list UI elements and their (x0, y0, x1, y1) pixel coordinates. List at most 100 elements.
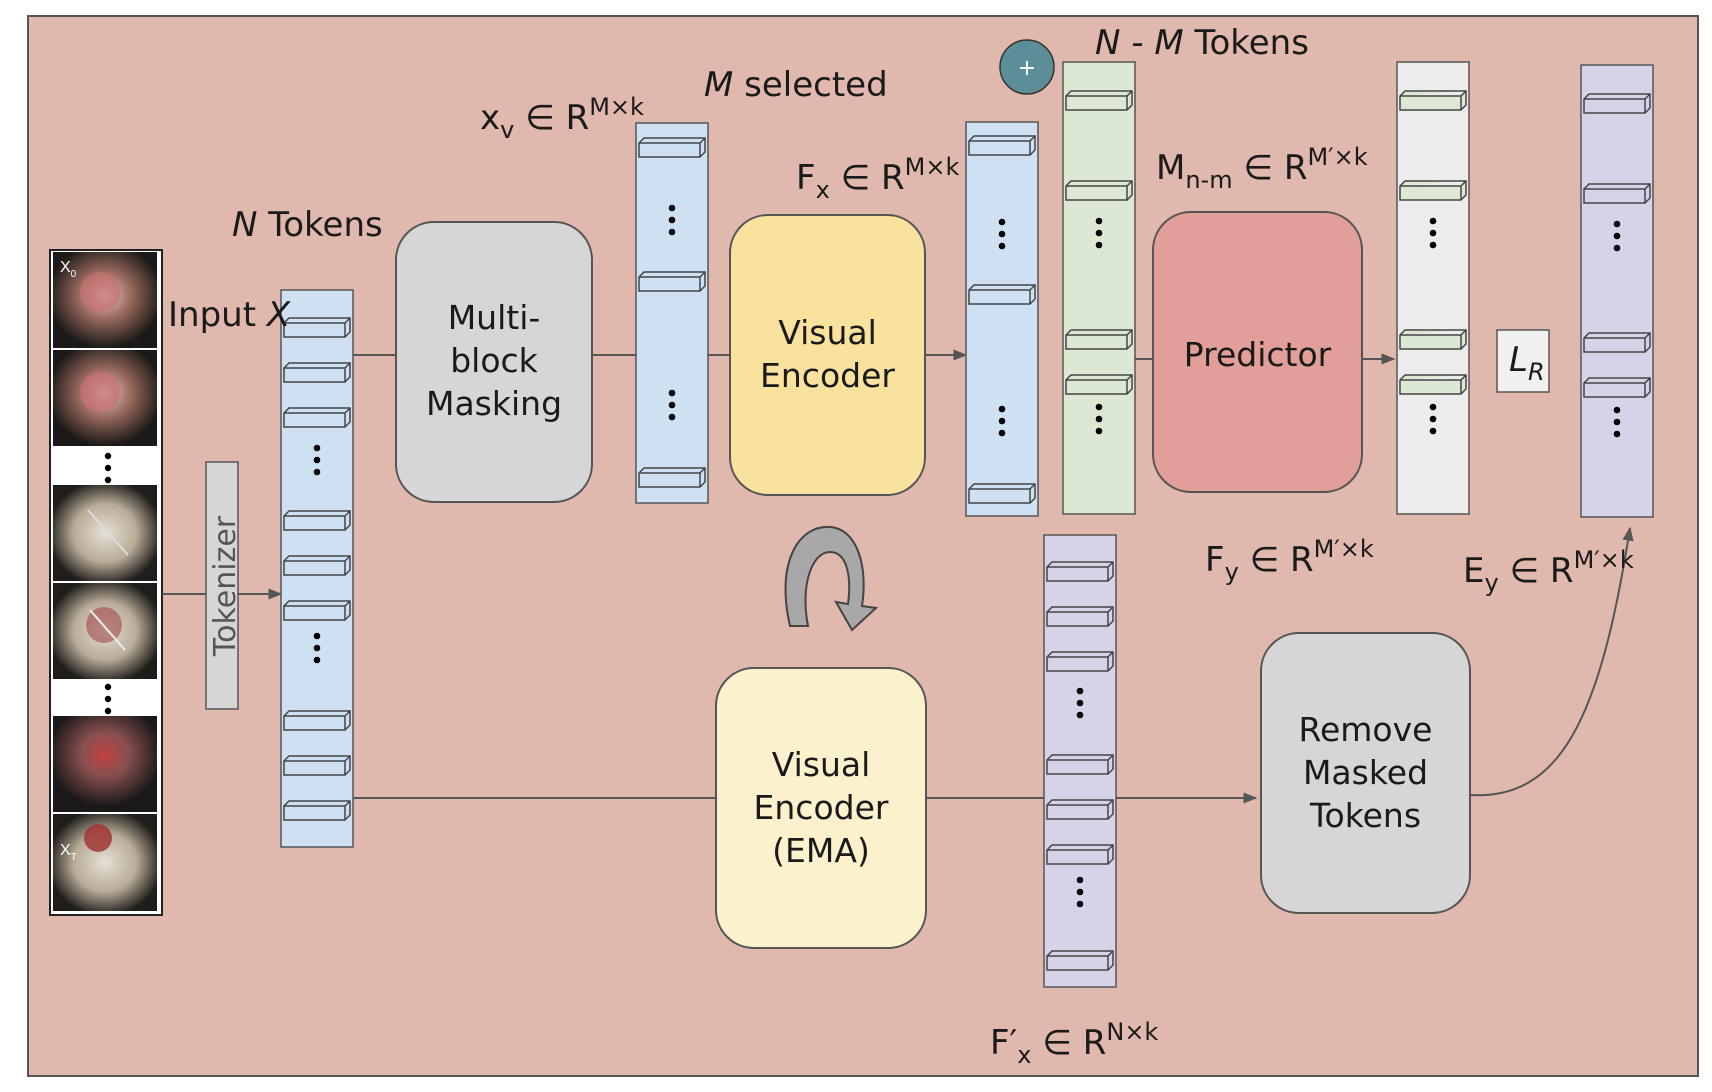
ellipsis-dot (1076, 876, 1084, 884)
ellipsis-dot (1076, 699, 1084, 707)
token-slab (1046, 651, 1114, 672)
video-frame (53, 716, 157, 812)
ellipsis-dot (1076, 711, 1084, 719)
token-slab (638, 137, 706, 158)
remove-to-ey-arrow (1469, 526, 1634, 797)
token-slab (1583, 377, 1651, 398)
token-slab (283, 600, 351, 621)
predictor-label: Predictor (1183, 335, 1332, 374)
token-slab (1046, 844, 1114, 865)
token-slab (283, 362, 351, 383)
ellipsis-dot (1613, 418, 1621, 426)
visual-encoder-box (729, 214, 926, 496)
token-slab (638, 271, 706, 292)
ellipsis-dot (1613, 406, 1621, 414)
video-frame (53, 485, 157, 581)
ellipsis-dot (1429, 229, 1437, 237)
ellipsis-dot (998, 242, 1006, 250)
token-slab (968, 284, 1036, 305)
first-frame-label: X0 (60, 259, 77, 280)
ellipsis-dot (313, 644, 321, 652)
xv-tokens-column (635, 122, 709, 504)
token-slab (1046, 950, 1114, 971)
ellipsis-dot (668, 401, 676, 409)
token-slab (638, 467, 706, 488)
ellipsis-dot (1095, 241, 1103, 249)
fpx-space-label: F′x ∈ RN×k (990, 1018, 1159, 1069)
token-slab (283, 800, 351, 821)
fpx-tokens-column (1043, 534, 1117, 988)
n-tokens-label: N Tokens (232, 205, 383, 245)
ellipsis-dot (1613, 244, 1621, 252)
fx-tokens-column (965, 121, 1039, 517)
ellipsis-dot (1095, 403, 1103, 411)
loss-label: LR (1509, 340, 1545, 386)
token-slab (1399, 90, 1467, 111)
ellipsis-dot (1429, 241, 1437, 249)
visual-encoder-ema-box (715, 667, 927, 949)
ellipsis-dot (668, 228, 676, 236)
plus-circle-icon (999, 39, 1055, 95)
token-slab (1583, 332, 1651, 353)
ellipsis-dot (668, 413, 676, 421)
ellipsis-dot (1076, 900, 1084, 908)
token-slab (1399, 180, 1467, 201)
ey-space-label: Ey ∈ RM′×k (1463, 546, 1634, 597)
ellipsis-dot (1095, 217, 1103, 225)
ellipsis-dot (1613, 430, 1621, 438)
token-slab (1065, 329, 1133, 350)
video-frames-strip: X0 XT (49, 249, 163, 916)
ellipsis-dot (1095, 229, 1103, 237)
ellipsis-dot (998, 417, 1006, 425)
ellipsis-dot (1095, 415, 1103, 423)
ellipsis-dot (668, 216, 676, 224)
token-slab (283, 510, 351, 531)
token-slab (283, 317, 351, 338)
ellipsis-dot (1429, 427, 1437, 435)
token-slab (1065, 374, 1133, 395)
token-slab (1065, 90, 1133, 111)
token-slab (1046, 754, 1114, 775)
ellipsis-dot (1429, 217, 1437, 225)
token-slab (283, 755, 351, 776)
ellipsis-dot (313, 456, 321, 464)
ellipsis-dot (668, 204, 676, 212)
token-slab (1399, 374, 1467, 395)
nm-tokens-label: N - M Tokens (1095, 23, 1309, 63)
ellipsis-dot (668, 389, 676, 397)
last-frame-label: XT (60, 842, 77, 863)
token-slab (968, 483, 1036, 504)
fy-space-label: Fy ∈ RM′×k (1205, 535, 1374, 586)
ellipsis-dot (998, 230, 1006, 238)
masking-box (395, 221, 593, 503)
ellipsis-dot (313, 468, 321, 476)
tokenizer-label: Tokenizer (208, 515, 243, 657)
plus-sign: + (1018, 56, 1036, 81)
token-slab (1046, 799, 1114, 820)
remove-masked-box (1260, 632, 1471, 914)
ellipsis-dot (1095, 427, 1103, 435)
token-slab (1065, 180, 1133, 201)
token-slab (1046, 606, 1114, 627)
ellipsis-dot (1076, 888, 1084, 896)
fx-space-label: Fx ∈ RM×k (796, 153, 960, 204)
token-slab (283, 710, 351, 731)
token-slab (283, 555, 351, 576)
fy-tokens-column (1396, 61, 1470, 515)
token-slab (283, 407, 351, 428)
m-selected-label: M selected (704, 65, 888, 105)
ellipsis-dot (1429, 415, 1437, 423)
ellipsis-dot (313, 444, 321, 452)
ellipsis-dot (104, 452, 112, 460)
mnm-tokens-column (1062, 61, 1136, 515)
ema-update-arrow-icon (784, 525, 879, 632)
n-tokens-column (280, 289, 354, 848)
ellipsis-dot (1076, 687, 1084, 695)
ellipsis-dot (1613, 220, 1621, 228)
token-slab (968, 135, 1036, 156)
token-slab (1399, 329, 1467, 350)
